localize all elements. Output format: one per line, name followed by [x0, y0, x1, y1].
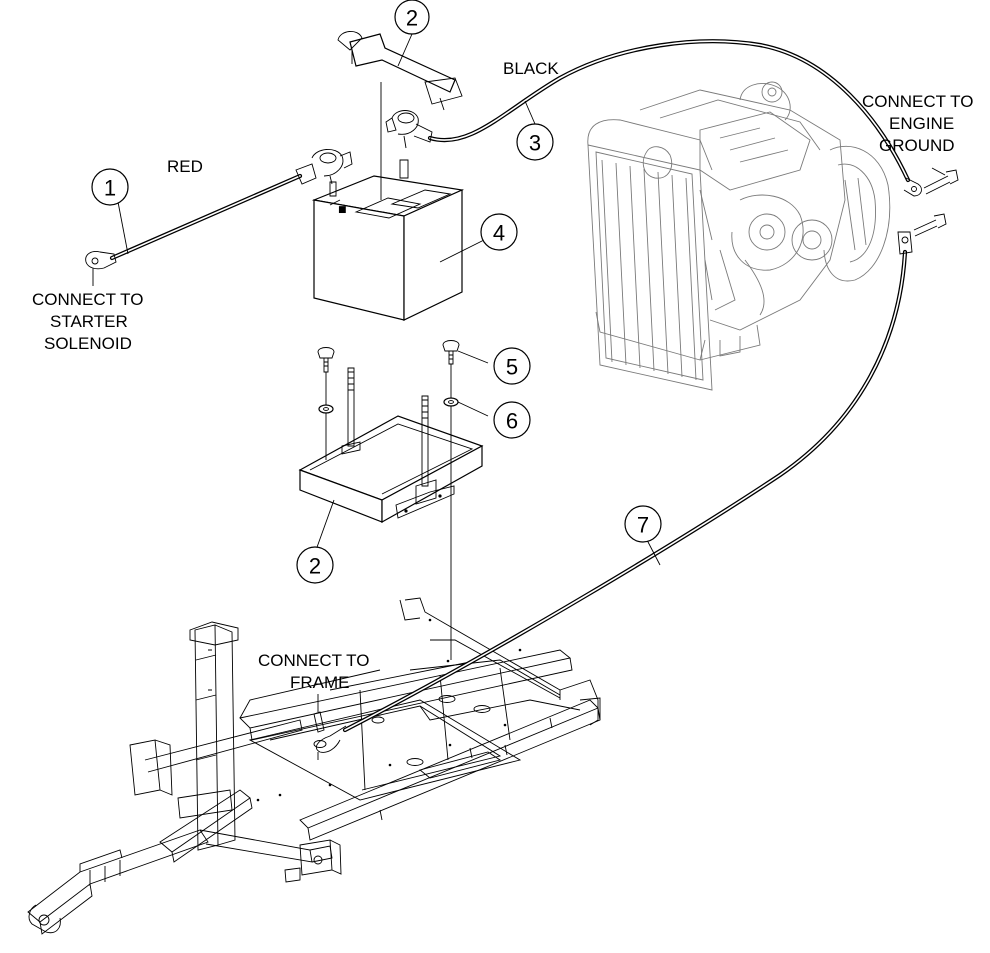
label-frame-line1: CONNECT TO	[258, 651, 369, 670]
callout-7: 7	[624, 505, 662, 543]
black-negative-cable	[385, 39, 959, 197]
svg-text:5: 5	[506, 355, 518, 380]
label-engine-line3: GROUND	[879, 136, 955, 155]
callout-5: 5	[493, 347, 531, 385]
label-engine-line1: CONNECT TO	[862, 92, 973, 111]
svg-text:7: 7	[637, 513, 649, 538]
battery-hold-down-bar	[337, 31, 463, 111]
callout-3: 3	[516, 123, 554, 161]
label-red: RED	[167, 157, 203, 176]
battery-tray	[298, 367, 484, 524]
svg-text:2: 2	[406, 6, 418, 31]
battery: ■	[311, 159, 465, 321]
svg-text:2: 2	[309, 554, 321, 579]
label-black: BLACK	[503, 59, 559, 78]
label-starter-line1: CONNECT TO	[32, 290, 143, 309]
hardware-screws-washers	[317, 340, 489, 660]
svg-text:6: 6	[506, 409, 518, 434]
svg-text:■: ■	[338, 205, 347, 215]
frame-ground-cable	[313, 213, 947, 760]
trailer-frame	[27, 597, 601, 935]
engine-assembly	[587, 81, 891, 391]
callout-2-tray: 2	[296, 546, 334, 584]
svg-text:1: 1	[104, 176, 116, 201]
label-starter-line2: STARTER	[50, 312, 128, 331]
red-positive-cable	[85, 149, 353, 270]
svg-text:4: 4	[493, 221, 505, 246]
callout-6: 6	[493, 401, 531, 439]
label-frame-line2: FRAME	[290, 673, 350, 692]
label-engine-line2: ENGINE	[889, 114, 954, 133]
svg-text:3: 3	[529, 131, 541, 156]
callout-1: 1	[91, 168, 129, 206]
callout-leaders	[92, 33, 946, 712]
callout-4: 4	[480, 213, 518, 251]
label-starter-line3: SOLENOID	[44, 334, 132, 353]
callout-2-hold-down: 2	[394, 0, 430, 35]
